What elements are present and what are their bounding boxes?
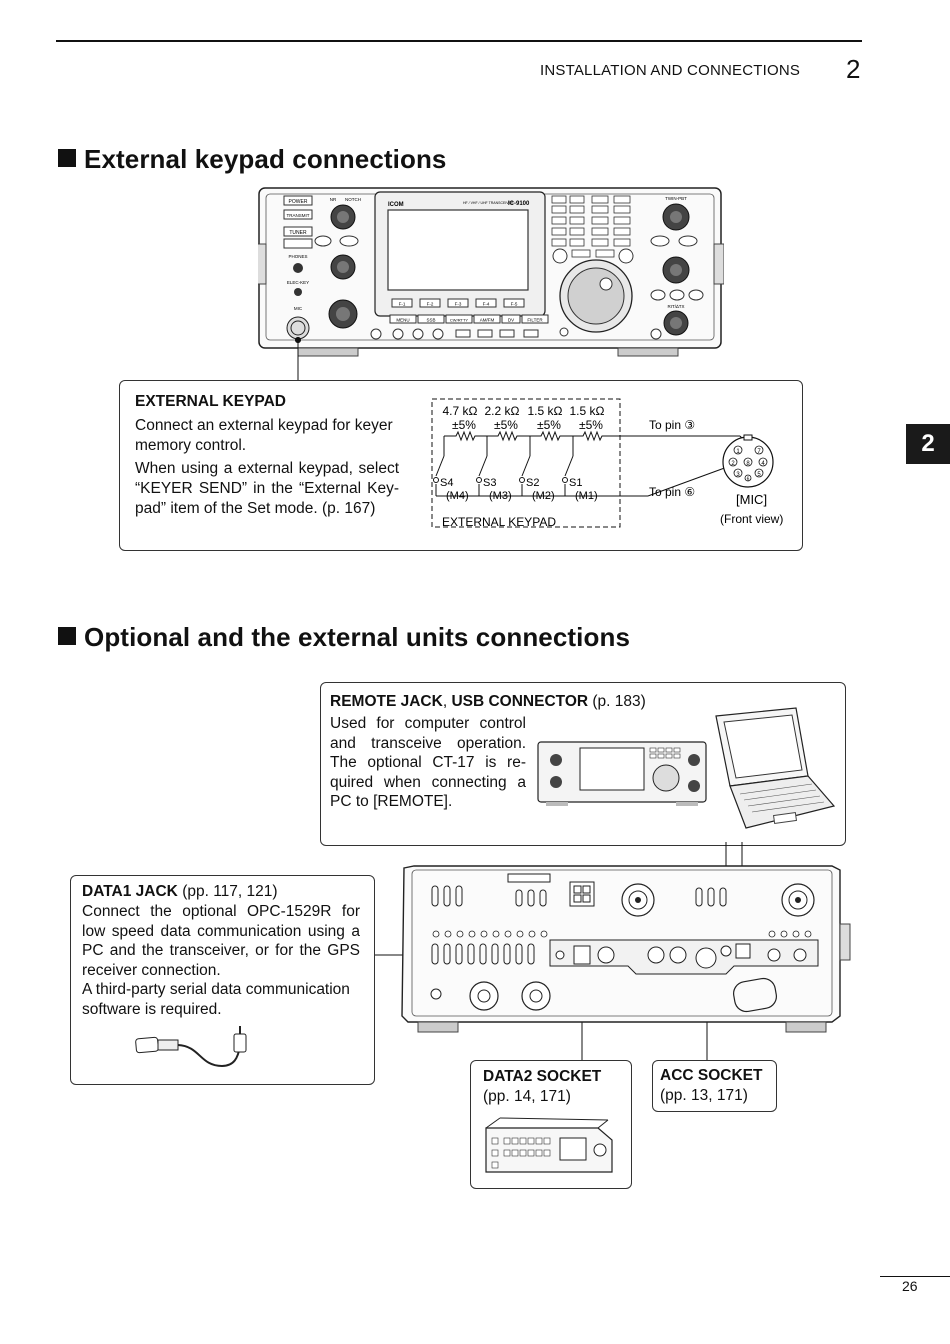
tolerance-3: ±5%: [537, 418, 561, 432]
phones-label: PHONES: [288, 254, 307, 259]
external-keypad-para2: When using a external keypad, select “KE…: [135, 460, 399, 517]
tolerance-2: ±5%: [494, 418, 518, 432]
laptop-pc-illustration: [715, 707, 836, 829]
elec-key-label: ELEC-KEY: [287, 280, 309, 285]
pin-6: 6: [747, 477, 750, 483]
keypad-enclosure: [431, 398, 621, 528]
front-view-label: (Front view): [720, 512, 783, 526]
transceiver-rear-panel-illustration: [374, 842, 851, 1060]
switch-label-s4: S4: [440, 477, 453, 489]
pin-4: 4: [761, 461, 765, 467]
resistor-value-4: 1.5 kΩ: [570, 404, 605, 418]
tolerance-4: ±5%: [579, 418, 603, 432]
remote-jack-heading: REMOTE JACK: [330, 693, 443, 710]
mic-label-front: MIC: [294, 306, 303, 311]
data1-page-ref: (pp. 117, 121): [177, 883, 278, 900]
data1-jack-heading: DATA1 JACK: [82, 883, 178, 900]
power-button-label: POWER: [289, 199, 308, 205]
pin-1: 1: [736, 449, 740, 455]
mode-keys: MENU SSB CW/RTTY AM/FM DV FILTER: [389, 314, 549, 324]
ssb-key: SSB: [426, 318, 435, 323]
f5-key: F-5: [511, 302, 518, 307]
menu-key: MENU: [396, 318, 409, 323]
f2-key: F-2: [427, 302, 434, 307]
remote-usb-heading: REMOTE JACK, USB CONNECTOR (p. 183): [330, 692, 646, 712]
model-name: IC-9100: [508, 201, 530, 207]
mic-connector-diagram: 1 7 2 8 4 3 5 6: [722, 434, 774, 488]
external-keypad-para1: Connect an external keypad for keyer mem…: [135, 417, 393, 454]
cw-rtty-key: CW/RTTY: [450, 318, 468, 323]
data-device-illustration: [485, 1117, 613, 1173]
usb-connector-heading: USB CONNECTOR: [451, 693, 589, 710]
data2-pages: (pp. 14, 171): [483, 1088, 571, 1105]
pin-3: 3: [736, 472, 740, 478]
section-title-text: External keypad connections: [84, 144, 447, 174]
external-keypad-callout: [119, 380, 803, 551]
function-keys: F-1 F-2 F-3 F-4 F-5: [391, 298, 525, 308]
acc-heading: ACC SOCKET: [660, 1067, 763, 1084]
remote-page-ref: (p. 183): [588, 693, 646, 710]
opc-cable-illustration: [135, 1026, 247, 1068]
pin-2: 2: [731, 461, 735, 467]
acc-socket-callout: [652, 1060, 777, 1112]
am-fm-key: AM/FM: [480, 318, 495, 323]
f3-key: F-3: [455, 302, 462, 307]
twin-pbt-label: TWIN-PBT: [665, 196, 687, 201]
section-bullet-icon: [58, 149, 76, 167]
memory-label-m1: (M1): [575, 490, 598, 502]
brand-logo: ICOM: [388, 202, 404, 208]
data1-heading: DATA1 JACK (pp. 117, 121): [82, 882, 278, 902]
heading-separator: ,: [442, 693, 452, 710]
f1-key: F-1: [399, 302, 406, 307]
switch-label-s2: S2: [526, 477, 539, 489]
data1-text2: A third-party serial data communication …: [82, 981, 350, 1018]
section-title-text: Optional and the external units connecti…: [84, 622, 631, 652]
to-pin-6-label: To pin ⑥: [649, 485, 695, 499]
tolerance-1: ±5%: [452, 418, 476, 432]
filter-key: FILTER: [527, 318, 543, 323]
chapter-title: INSTALLATION AND CONNECTIONS: [540, 62, 801, 79]
data2-heading: DATA2 SOCKET: [483, 1068, 602, 1085]
chapter-side-tab[interactable]: 2: [906, 424, 950, 464]
radio-subtitle: HF / VHF / UHF TRANSCEIVER: [463, 201, 514, 205]
small-transceiver-illustration: [537, 741, 707, 806]
memory-label-m3: (M3): [489, 490, 512, 502]
tuner-button-label: TUNER: [289, 230, 307, 236]
section-title-keypad: External keypad connections: [58, 144, 447, 175]
mic-jack-label: [MIC]: [736, 492, 767, 507]
f4-key: F-4: [483, 302, 490, 307]
external-keypad-heading: EXTERNAL KEYPAD: [135, 393, 287, 410]
memory-label-m2: (M2): [532, 490, 555, 502]
rit-label: RIT/∆TX: [667, 304, 684, 309]
to-pin-3-label: To pin ③: [649, 418, 695, 432]
notch-knob-label: NOTCH: [345, 197, 361, 202]
section-title-external-units: Optional and the external units connecti…: [58, 622, 630, 653]
keypad-box-label: EXTERNAL KEYPAD: [442, 515, 556, 529]
transceiver-front-panel-illustration: POWER TRANSMIT TUNER PHONES ELEC-KEY MIC…: [258, 187, 724, 357]
section-bullet-icon: [58, 627, 76, 645]
chapter-number: 2: [846, 54, 861, 84]
remote-usb-text: Used for computer control and transceive…: [330, 715, 526, 810]
header-rule: [56, 40, 862, 42]
resistor-value-3: 1.5 kΩ: [528, 404, 563, 418]
page-number: 26: [902, 1278, 918, 1294]
nr-knob-label: NR: [330, 197, 337, 202]
keypad-schematic: 4.7 kΩ 2.2 kΩ 1.5 kΩ 1.5 kΩ ±5% ±5% ±5% …: [431, 398, 783, 529]
data1-jack-callout: [70, 875, 375, 1085]
memory-label-m4: (M4): [446, 490, 469, 502]
footer-rule: [880, 1276, 950, 1277]
switch-label-s1: S1: [569, 477, 582, 489]
pin-7: 7: [757, 449, 761, 455]
acc-pages: (pp. 13, 171): [660, 1087, 748, 1104]
resistor-value-1: 4.7 kΩ: [443, 404, 478, 418]
pin-8: 8: [746, 461, 750, 467]
resistor-value-2: 2.2 kΩ: [485, 404, 520, 418]
data1-text1: Connect the optional OPC-1529R for low s…: [82, 903, 360, 979]
mic-leader-line: [295, 337, 301, 382]
transmit-button-label: TRANSMIT: [287, 213, 310, 218]
dv-key: DV: [508, 318, 514, 323]
switch-label-s3: S3: [483, 477, 496, 489]
pin-5: 5: [757, 472, 761, 478]
